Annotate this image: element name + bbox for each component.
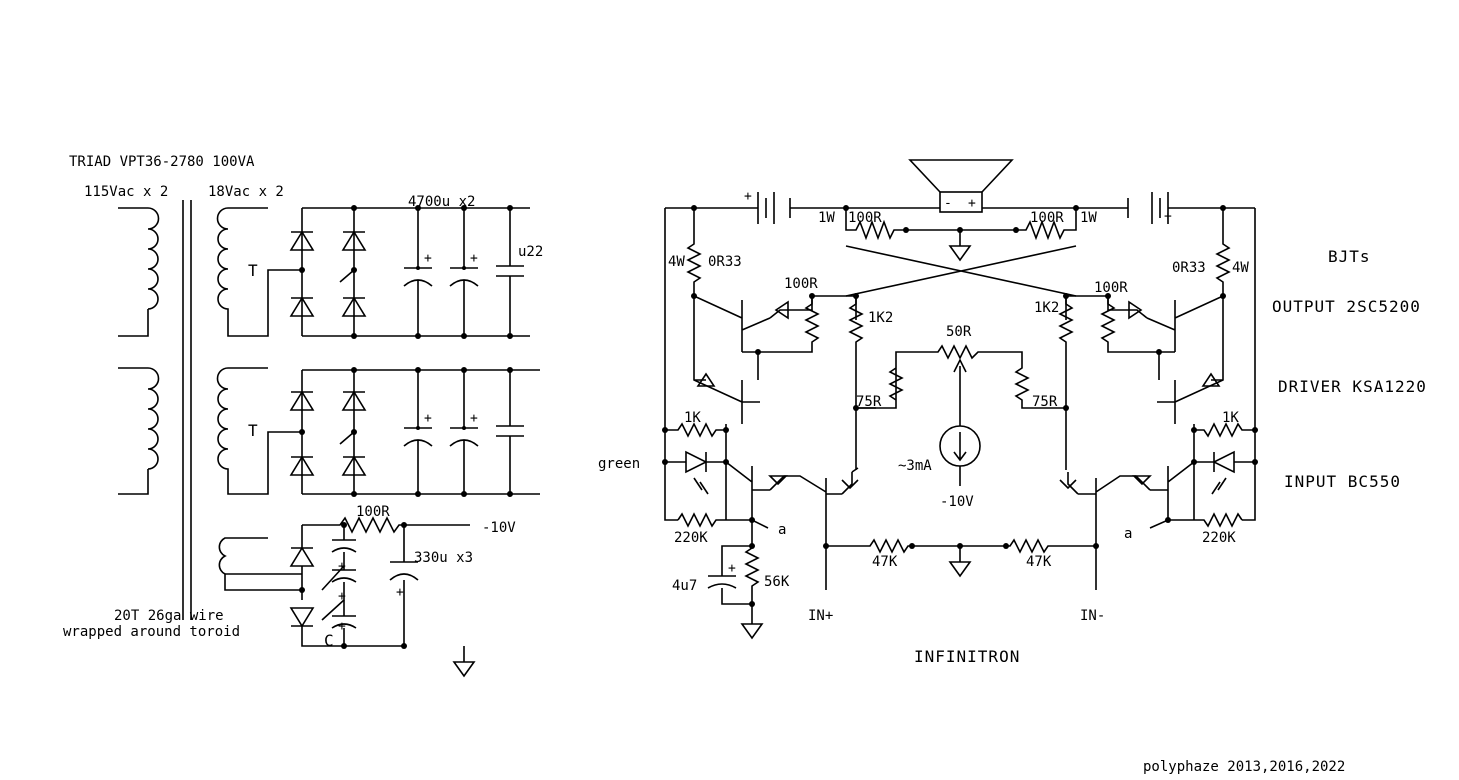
plus-left: + xyxy=(744,189,752,204)
svg-text:+: + xyxy=(424,411,432,426)
aux-winding-label-2: wrapped around toroid xyxy=(63,624,240,640)
thermal-mark-upper: T xyxy=(248,261,259,280)
svg-text:+: + xyxy=(338,619,346,634)
svg-text:+: + xyxy=(338,559,346,574)
svg-text:+: + xyxy=(728,561,736,576)
emitter-left-value: 0R33 xyxy=(708,254,742,270)
toroid-transformer xyxy=(118,200,302,620)
input-resistor-right-label: 47K xyxy=(1026,554,1052,570)
primary-label: 115Vac x 2 xyxy=(84,184,168,200)
cap-bank-label: 4700u x2 xyxy=(408,194,475,210)
bias-caps-label: 330u x3 xyxy=(414,550,473,566)
shunt-resistor-label: 56K xyxy=(764,574,790,590)
emitter-left-watt: 4W xyxy=(668,254,685,270)
rectifier-bridges xyxy=(289,205,540,497)
source-rail-label: -10V xyxy=(940,494,974,510)
svg-text:+: + xyxy=(424,251,432,266)
transformer-title: TRIAD VPT36-2780 100VA xyxy=(69,154,255,170)
amplifier: + + + - + 1W 1W 100R 100R 4W 0R33 0R33 4… xyxy=(598,159,1258,666)
pot-label: 50R xyxy=(946,324,972,340)
in-plus-label: IN+ xyxy=(808,608,833,624)
led-resistor-left-label: 1K xyxy=(684,410,701,426)
output-stage-right xyxy=(1058,208,1231,470)
svg-text:+: + xyxy=(338,589,346,604)
bias-right-label: 75R xyxy=(1032,394,1058,410)
base-left-label: 100R xyxy=(784,276,818,292)
circuit-name: INFINITRON xyxy=(914,647,1020,666)
base-right-label: 100R xyxy=(1094,280,1128,296)
speaker-plus: + xyxy=(968,196,976,211)
film-cap-label: u22 xyxy=(518,244,543,260)
bias-network xyxy=(853,344,1069,486)
watt-left: 1W xyxy=(818,210,835,226)
input-stage-left: + xyxy=(662,408,1096,640)
bias-left-label: 75R xyxy=(856,394,882,410)
watt-right: 1W xyxy=(1080,210,1097,226)
speaker xyxy=(908,159,1014,213)
node-left-label: a xyxy=(778,522,786,538)
secondary-label: 18Vac x 2 xyxy=(208,184,284,200)
bias-supply: + + + + xyxy=(289,516,476,678)
driver-left-label: 1K2 xyxy=(868,310,893,326)
svg-text:+: + xyxy=(470,411,478,426)
emitter-right-watt: 4W xyxy=(1232,260,1249,276)
svg-text:+: + xyxy=(396,585,404,600)
bias-resistor-label: 100R xyxy=(356,504,390,520)
driver-right-label: 1K2 xyxy=(1034,300,1059,316)
bias-rail-label: -10V xyxy=(482,520,516,536)
current-source-label: ~3mA xyxy=(898,458,932,474)
feedback-left-label: 220K xyxy=(674,530,708,546)
thermal-mark-lower: T xyxy=(248,421,259,440)
zobel-network xyxy=(845,208,1077,297)
led-resistor-right-label: 1K xyxy=(1222,410,1239,426)
led-label: green xyxy=(598,456,640,472)
emitter-right-value: 0R33 xyxy=(1172,260,1206,276)
zobel-left-label: 100R xyxy=(848,210,882,226)
filter-capacitors: + + + + xyxy=(403,205,524,497)
cap-label: 4u7 xyxy=(672,578,697,594)
credit-text: polyphaze 2013,2016,2022 xyxy=(1143,759,1345,775)
plus-right: + xyxy=(1164,209,1172,224)
aux-winding-label-1: 20T 26ga wire xyxy=(114,608,224,624)
legend-input: INPUT BC550 xyxy=(1284,472,1401,491)
legend-output: OUTPUT 2SC5200 xyxy=(1272,297,1421,316)
node-right-label: a xyxy=(1124,526,1132,542)
svg-text:+: + xyxy=(470,251,478,266)
transistor-legend: BJTs OUTPUT 2SC5200 DRIVER KSA1220 INPUT… xyxy=(1272,247,1427,491)
in-minus-label: IN- xyxy=(1080,608,1105,624)
supply-rails xyxy=(664,192,1256,521)
output-stage-left xyxy=(686,208,876,424)
feedback-right-label: 220K xyxy=(1202,530,1236,546)
zobel-right-label: 100R xyxy=(1030,210,1064,226)
power-supply: + + + + + + + + TRIAD VPT36-2780 100VA 115Va… xyxy=(63,154,543,678)
legend-driver: DRIVER KSA1220 xyxy=(1278,377,1427,396)
aux-cap-label: C xyxy=(324,631,335,650)
input-resistor-left-label: 47K xyxy=(872,554,898,570)
legend-title: BJTs xyxy=(1328,247,1371,266)
speaker-minus: - xyxy=(944,196,952,211)
input-stage-right xyxy=(1059,422,1258,590)
